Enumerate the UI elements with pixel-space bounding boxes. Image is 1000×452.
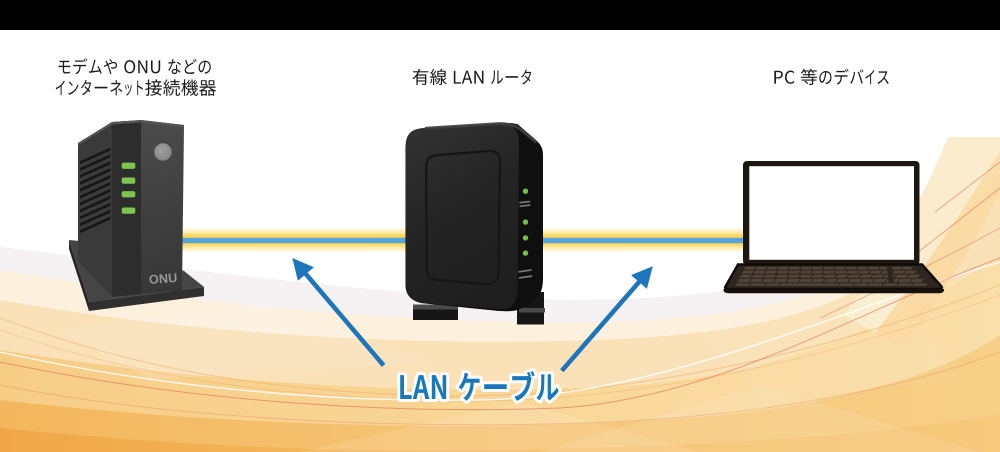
svg-text:ONU: ONU <box>148 270 177 287</box>
